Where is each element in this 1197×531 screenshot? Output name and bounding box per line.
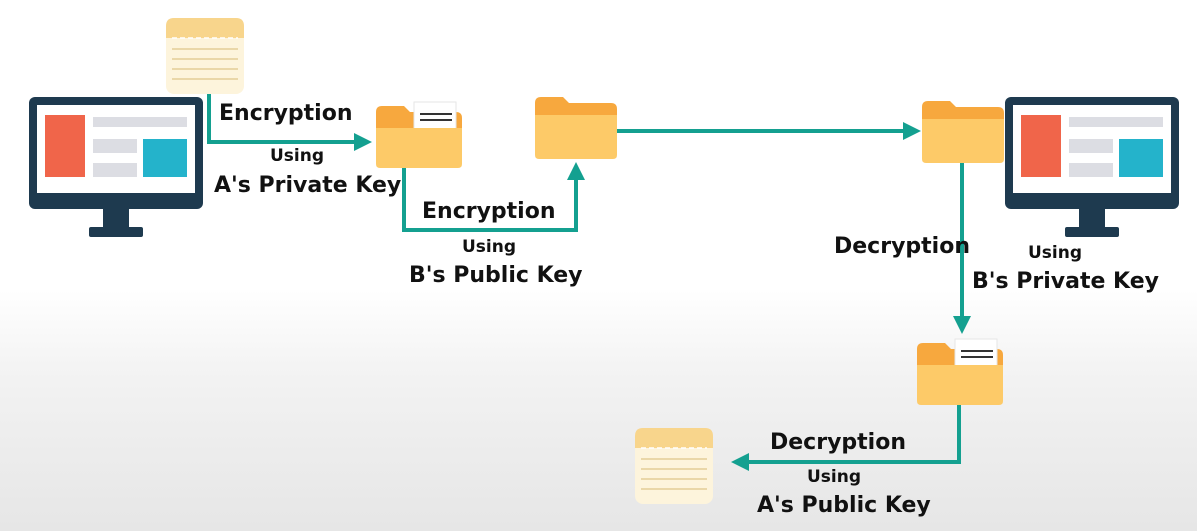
arrow-note-to-folder1 — [207, 92, 356, 144]
step4-key-label: A's Public Key — [757, 493, 931, 518]
receiver-computer-icon — [1005, 97, 1179, 237]
encrypted-folder-icon — [535, 97, 617, 159]
step4-using-label: Using — [807, 467, 862, 487]
arrowhead-folder2 — [567, 162, 585, 180]
step4-action-label: Decryption — [770, 430, 906, 455]
step3-key-label: B's Private Key — [972, 269, 1159, 294]
arrows — [207, 92, 971, 471]
signed-folder-icon — [375, 101, 463, 169]
decrypted-folder-icon — [916, 338, 1004, 406]
arrowhead-folder3 — [903, 122, 921, 140]
arrow-folder4-to-note — [749, 405, 961, 464]
step2-action-label: Encryption — [422, 199, 556, 224]
received-folder-icon — [922, 101, 1004, 163]
arrow-folder1-to-folder2 — [402, 164, 578, 232]
plaintext-note-icon — [165, 17, 245, 95]
recovered-note-icon — [634, 427, 714, 505]
arrowhead-folder4 — [953, 316, 971, 334]
arrowhead-folder1 — [354, 133, 372, 151]
step1-using-label: Using — [270, 146, 325, 166]
step3-using-label: Using — [1028, 243, 1083, 263]
step2-using-label: Using — [462, 237, 517, 257]
step3-action-label: Decryption — [834, 234, 970, 259]
sender-computer-icon — [29, 97, 203, 237]
step1-action-label: Encryption — [219, 101, 353, 126]
step1-key-label: A's Private Key — [214, 173, 402, 198]
step2-key-label: B's Public Key — [409, 263, 583, 288]
arrowhead-note2 — [731, 453, 749, 471]
